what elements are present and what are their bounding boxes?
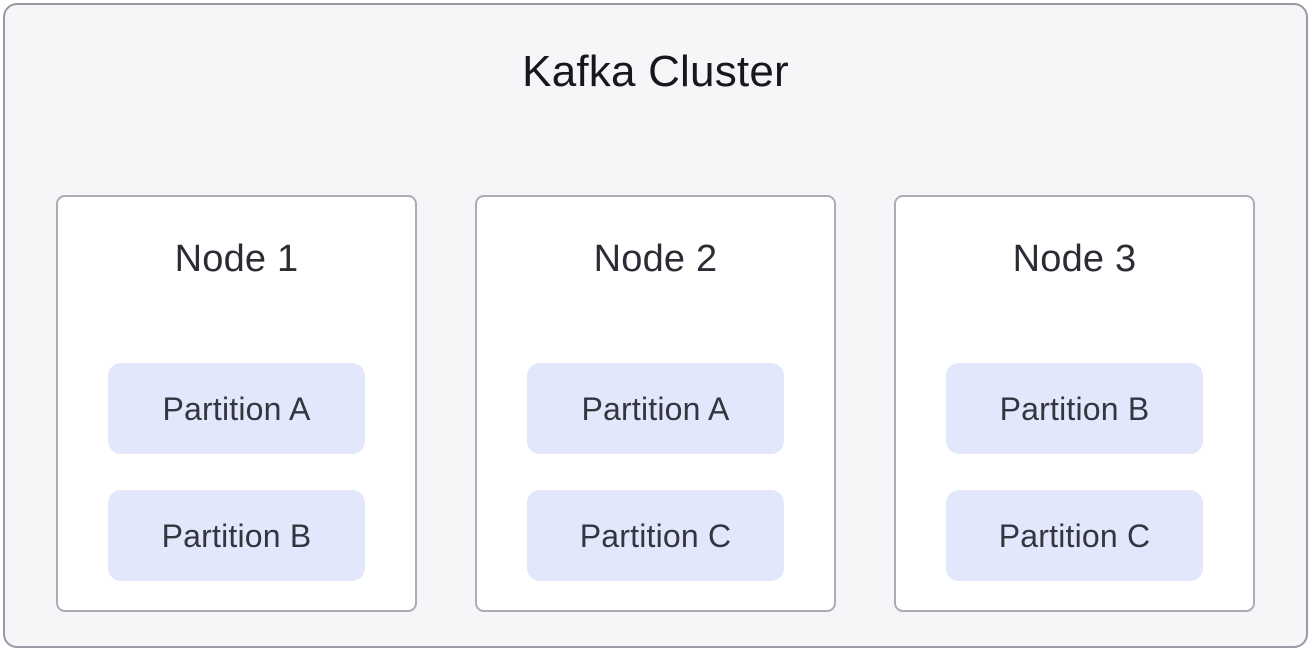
partition-pill[interactable]: Partition B: [108, 490, 365, 581]
partition-list-3: Partition B Partition C: [946, 363, 1203, 581]
partition-list-2: Partition A Partition C: [527, 363, 784, 581]
partition-label: Partition A: [162, 390, 311, 427]
node-title-3: Node 3: [1012, 238, 1137, 280]
partition-label: Partition C: [579, 517, 732, 554]
node-title-2: Node 2: [593, 238, 718, 280]
partition-label: Partition A: [581, 390, 730, 427]
partition-pill[interactable]: Partition B: [946, 363, 1203, 454]
partition-pill[interactable]: Partition C: [527, 490, 784, 581]
partition-label: Partition B: [999, 390, 1150, 427]
partition-label: Partition C: [998, 517, 1151, 554]
partition-list-1: Partition A Partition B: [108, 363, 365, 581]
node-card-1[interactable]: Node 1 Partition A Partition B: [56, 195, 417, 612]
node-title-1: Node 1: [174, 238, 299, 280]
node-card-3[interactable]: Node 3 Partition B Partition C: [894, 195, 1255, 612]
node-row: Node 1 Partition A Partition B Node 2 Pa…: [56, 195, 1255, 612]
node-card-2[interactable]: Node 2 Partition A Partition C: [475, 195, 836, 612]
partition-pill[interactable]: Partition A: [527, 363, 784, 454]
cluster-title: Kafka Cluster: [522, 47, 789, 96]
partition-pill[interactable]: Partition C: [946, 490, 1203, 581]
kafka-cluster-container: Kafka Cluster Node 1 Partition A Partiti…: [3, 3, 1308, 648]
partition-pill[interactable]: Partition A: [108, 363, 365, 454]
partition-label: Partition B: [161, 517, 312, 554]
